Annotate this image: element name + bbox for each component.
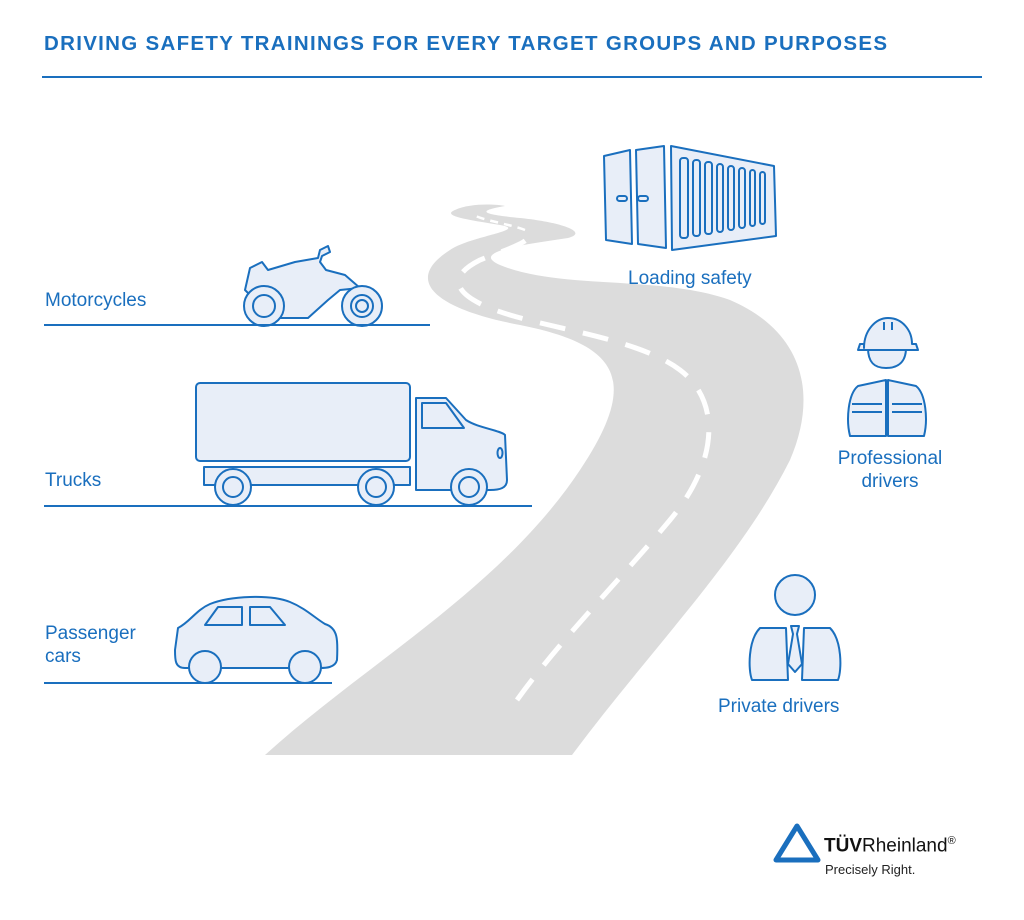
businessman-icon (748, 574, 842, 681)
label-private-drivers: Private drivers (718, 696, 840, 717)
label-line: drivers (861, 471, 919, 492)
label-line: Professional (837, 448, 943, 469)
label-line: Passenger (45, 623, 136, 644)
brand-bold: TÜV (824, 835, 862, 857)
motorcycle-icon (243, 245, 383, 327)
registered-mark: ® (947, 835, 956, 847)
shipping-container-icon (603, 145, 777, 251)
label-passenger-cars: Passenger cars (45, 622, 136, 668)
label-line: cars (45, 646, 81, 667)
label-professional-drivers: Professional drivers (820, 447, 960, 493)
winding-road (265, 204, 804, 756)
label-motorcycles: Motorcycles (45, 290, 147, 311)
car-icon (174, 595, 339, 684)
page-title: DRIVING SAFETY TRAININGS FOR EVERY TARGE… (44, 32, 889, 55)
label-trucks: Trucks (45, 470, 102, 491)
brand-logo-text: TÜVRheinland® (824, 835, 956, 857)
brand-tagline: Precisely Right. (825, 862, 916, 877)
truck-icon (195, 382, 508, 506)
brand-regular: Rheinland (862, 835, 948, 857)
hard-hat-worker-icon (847, 317, 927, 437)
triangle-logo-icon (773, 823, 821, 863)
label-loading-safety: Loading safety (628, 268, 752, 289)
title-divider (42, 76, 982, 78)
